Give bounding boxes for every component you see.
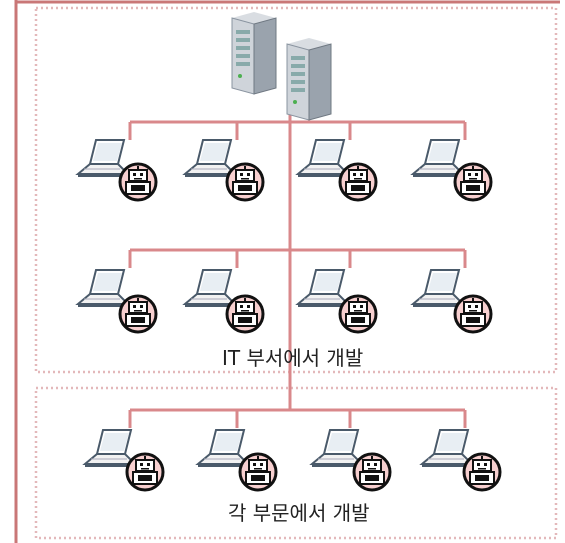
robot-icon [352, 452, 392, 492]
node-row-3 [84, 429, 502, 492]
laptop-icon [421, 429, 473, 468]
robot-icon [118, 162, 158, 202]
workstation [84, 429, 165, 492]
workstation [184, 139, 265, 202]
robot-icon [338, 294, 378, 334]
zone-it-box [34, 6, 558, 374]
workstation [77, 139, 158, 202]
laptop-icon [197, 429, 249, 468]
zone-label-it: IT 부서에서 개발 [222, 346, 364, 370]
laptop-icon [412, 139, 464, 178]
workstation [77, 269, 158, 334]
zone-label-dept: 각 부문에서 개발 [228, 501, 370, 525]
robot-icon [125, 452, 165, 492]
robot-icon [338, 162, 378, 202]
workstation [197, 429, 278, 492]
laptop-icon [184, 139, 236, 178]
laptop-icon [184, 269, 236, 308]
node-row-1 [77, 139, 493, 202]
server-icon [231, 11, 332, 121]
laptop-icon [84, 429, 136, 468]
workstation [297, 139, 378, 202]
robot-icon [225, 294, 265, 334]
robot-icon [225, 162, 265, 202]
laptop-icon [77, 269, 129, 308]
node-row-2 [77, 269, 493, 334]
robot-icon [118, 294, 158, 334]
zone-dept-box [34, 386, 558, 540]
robot-icon [453, 294, 493, 334]
laptop-icon [77, 139, 129, 178]
workstation [311, 429, 392, 492]
workstation [297, 269, 378, 334]
robot-icon [238, 452, 278, 492]
workstation [421, 429, 502, 492]
workstation [184, 269, 265, 334]
laptop-icon [297, 139, 349, 178]
robot-icon [453, 162, 493, 202]
network-lines [128, 100, 467, 428]
workstation [412, 139, 493, 202]
laptop-icon [311, 429, 363, 468]
workstation [412, 269, 493, 334]
laptop-icon [412, 269, 464, 308]
robot-icon [462, 452, 502, 492]
laptop-icon [297, 269, 349, 308]
